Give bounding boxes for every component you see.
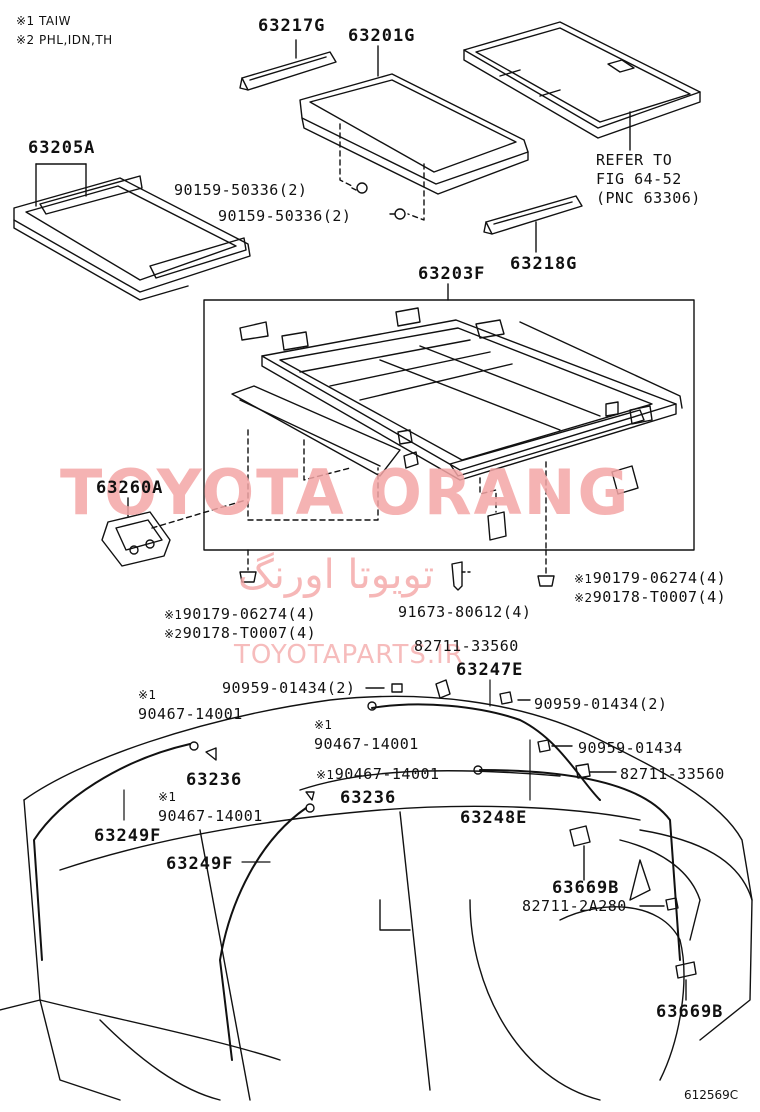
- part-number-90178-right: 90178-T0007(4): [592, 588, 727, 606]
- part-number-90179-right: 90179-06274(4): [592, 569, 727, 587]
- part-label-63218g: 63218G: [510, 254, 578, 274]
- part-label-90467-c: ※190467-14001: [316, 766, 440, 783]
- part-label-63669b-a: 63669B: [552, 878, 620, 898]
- note-taiw: ※1 TAIW: [16, 14, 72, 28]
- part-label-63260a: 63260A: [96, 478, 164, 498]
- note-phl-idn-th: ※2 PHL,IDN,TH: [16, 33, 113, 47]
- glass-panel-63201g-drawing: [299, 45, 529, 221]
- part-label-63203f: 63203F: [418, 264, 486, 284]
- part-label-63236-a: 63236: [186, 770, 243, 790]
- clips-90179-drawing: [239, 549, 555, 591]
- mark-note-1-d: ※1: [158, 790, 177, 804]
- hose-clips-drawing: [189, 679, 697, 1001]
- rail-63218g-drawing: [483, 195, 583, 253]
- motor-63260a-drawing: [101, 497, 171, 567]
- part-label-90159-lower: 90159-50336(2): [218, 207, 352, 225]
- part-label-90467-a: 90467-14001: [138, 705, 243, 723]
- refer-line-2: FIG 64-52: [596, 170, 682, 188]
- part-number-90179-left: 90179-06274(4): [182, 605, 317, 623]
- screws-90159-drawing: [351, 182, 406, 220]
- part-label-63669b-b: 63669B: [656, 1002, 724, 1022]
- mark-note-1-c: ※1: [316, 768, 335, 782]
- part-label-91673: 91673-80612(4): [398, 603, 532, 621]
- part-label-90178-right: ※290178-T0007(4): [574, 589, 726, 606]
- part-label-63247e: 63247E: [456, 660, 524, 680]
- part-label-90179-right: ※190179-06274(4): [574, 570, 726, 587]
- drain-hose-63249f-drawing: [33, 743, 307, 1061]
- part-label-63249f-a: 63249F: [94, 826, 162, 846]
- part-label-63205a: 63205A: [28, 138, 96, 158]
- part-label-63236-b: 63236: [340, 788, 397, 808]
- car-body-drawing: [0, 695, 753, 1101]
- mark-note-2-right: ※2: [574, 591, 593, 605]
- mark-note-2: ※2: [164, 627, 183, 641]
- figure-code: 612569C: [684, 1088, 739, 1102]
- part-label-90178-left: ※290178-T0007(4): [164, 625, 316, 642]
- sunshade-panel-drawing: [463, 21, 701, 151]
- part-number-90178-left: 90178-T0007(4): [182, 624, 317, 642]
- part-label-82711-2a280: 82711-2A280: [522, 897, 627, 915]
- part-label-90959-right: 90959-01434(2): [534, 695, 668, 713]
- housing-box-63203f-drawing: [151, 283, 695, 551]
- part-label-82711-33560-right: 82711-33560: [620, 765, 725, 783]
- mark-note-1-a: ※1: [138, 688, 157, 702]
- part-label-90179-left: ※190179-06274(4): [164, 606, 316, 623]
- drain-hose-63247e-drawing: [371, 679, 681, 961]
- part-label-63217g: 63217G: [258, 16, 326, 36]
- part-label-63249f-b: 63249F: [166, 854, 234, 874]
- rail-63217g-drawing: [239, 39, 337, 91]
- mark-note-1-right: ※1: [574, 572, 593, 586]
- mark-note-1-b: ※1: [314, 718, 333, 732]
- refer-line-3: (PNC 63306): [596, 189, 701, 207]
- part-label-90467-b: 90467-14001: [314, 735, 419, 753]
- refer-line-1: REFER TO: [596, 151, 673, 169]
- part-number-90467-c: 90467-14001: [334, 765, 440, 783]
- part-label-90959-left: 90959-01434(2): [222, 679, 356, 697]
- part-label-63201g: 63201G: [348, 26, 416, 46]
- part-label-90159-upper: 90159-50336(2): [174, 181, 308, 199]
- part-label-82711-33560-top: 82711-33560: [414, 637, 519, 655]
- part-label-90959-single: 90959-01434: [578, 739, 683, 757]
- part-label-63248e: 63248E: [460, 808, 528, 828]
- mark-note-1: ※1: [164, 608, 183, 622]
- seal-frame-63205a-drawing: [13, 163, 251, 301]
- part-label-90467-d: 90467-14001: [158, 807, 263, 825]
